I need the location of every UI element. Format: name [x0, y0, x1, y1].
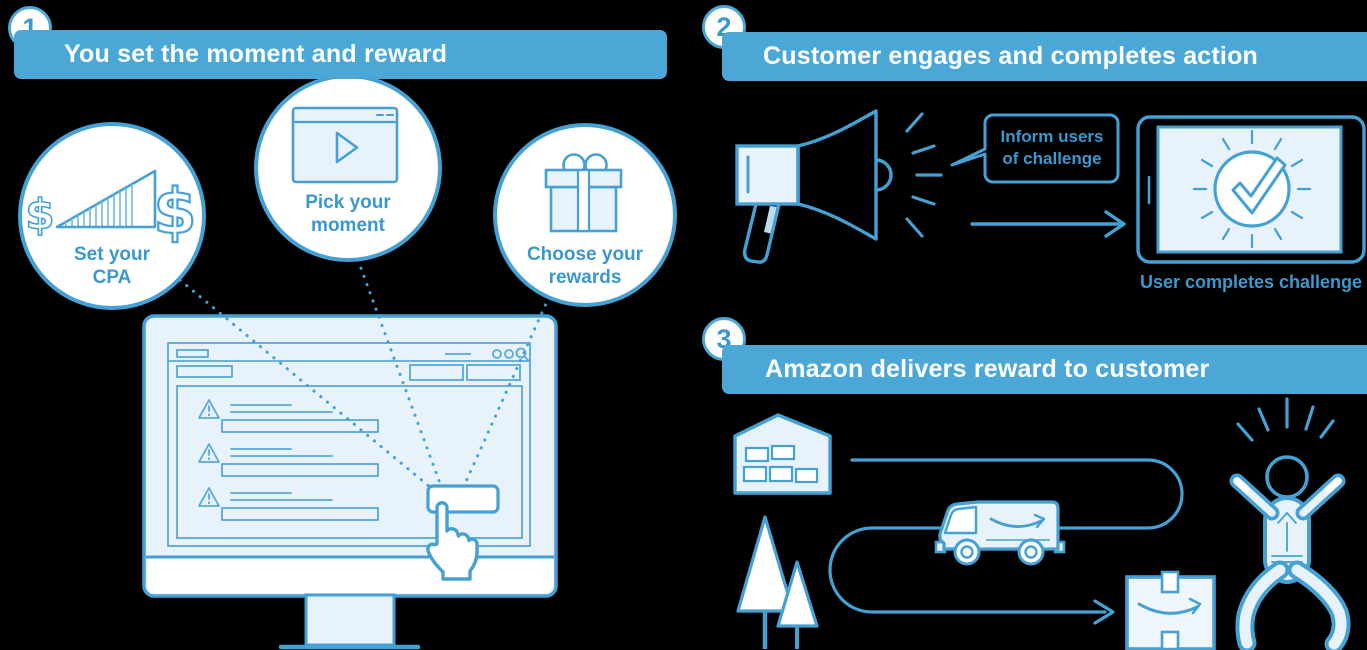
- svg-text:$: $: [153, 175, 196, 248]
- step-3-banner: Amazon delivers reward to customer: [722, 345, 1367, 394]
- speech-bubble: [950, 113, 1120, 184]
- amazon-smile-icon: [1137, 597, 1202, 615]
- tree-icon: [736, 515, 819, 649]
- step-2-title: Customer engages and completes action: [763, 42, 1259, 70]
- warehouse-icon: [733, 413, 832, 495]
- tablet-caption: User completes challenge: [1139, 272, 1363, 292]
- arrow-right-icon: [970, 210, 1126, 238]
- check-circle-icon: [1213, 150, 1291, 228]
- dotted-connectors: [178, 258, 551, 489]
- circle-label-pick-moment: Pick your moment: [305, 192, 391, 237]
- hand-cursor-icon: [426, 501, 479, 581]
- amazon-smile-icon: [989, 513, 1046, 529]
- route-path: [828, 458, 1184, 625]
- step-1-banner: You set the moment and reward: [14, 30, 667, 79]
- package-icon: [1125, 570, 1216, 650]
- gift-icon: [493, 123, 677, 307]
- megaphone-icon: [735, 109, 943, 264]
- svg-text:$: $: [25, 190, 54, 239]
- video-player-icon: [254, 74, 442, 262]
- circle-label-set-cpa: Set your CPA: [73, 244, 151, 289]
- speech-bubble-text: Inform users of challenge: [1000, 127, 1104, 169]
- circle-label-choose-rewards: Choose your rewards: [526, 244, 644, 289]
- cpa-growth-icon: $ $: [18, 122, 206, 310]
- happy-customer-icon: [1229, 397, 1351, 650]
- step-3-title: Amazon delivers reward to customer: [765, 355, 1210, 383]
- delivery-truck-icon: [934, 500, 1066, 566]
- monitor-dashboard-icon: [142, 314, 558, 650]
- tablet-icon: [1136, 115, 1366, 264]
- step-2-banner: Customer engages and completes action: [722, 32, 1367, 81]
- step-1-title: You set the moment and reward: [64, 40, 448, 68]
